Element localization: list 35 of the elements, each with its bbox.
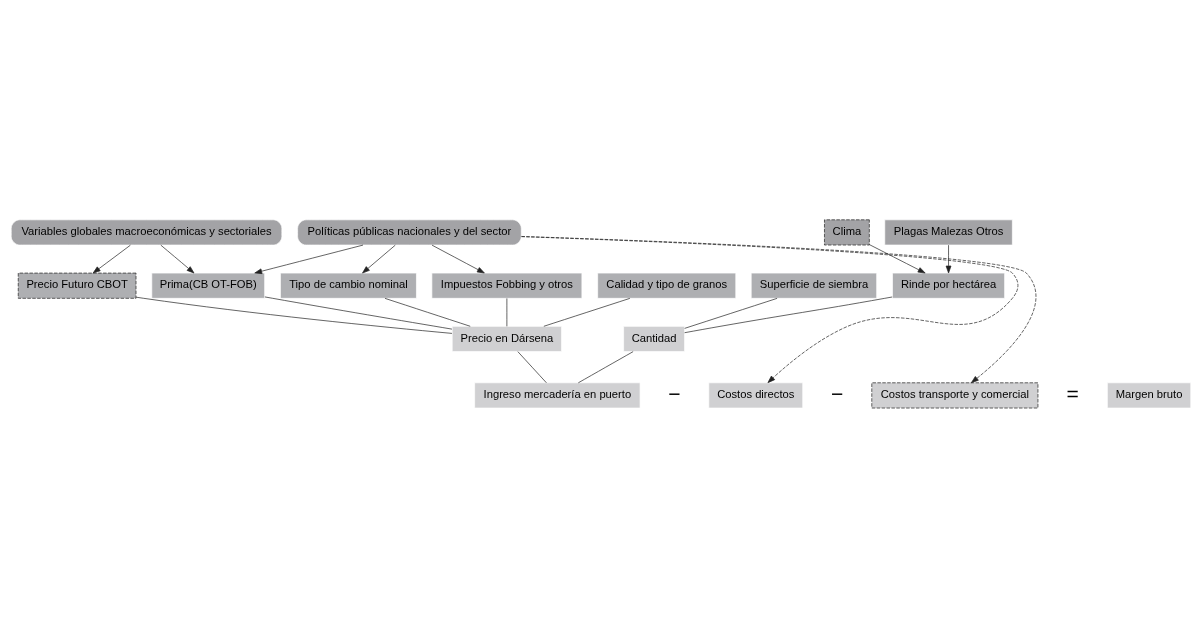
node-box: Calidad y tipo de granos <box>597 272 737 299</box>
node-box: Superficie de siembra <box>750 272 878 299</box>
node-box: Impuestos Fobbing y otros <box>431 272 583 299</box>
connector <box>384 297 471 327</box>
connector <box>517 350 547 383</box>
label: − <box>668 381 681 405</box>
arrow <box>945 244 952 273</box>
node-box: Precio en Dársena <box>451 325 562 352</box>
node-box: Precio Futuro CBOT <box>17 272 137 299</box>
node-box: Tipo de cambio nominal <box>280 272 417 299</box>
arrow <box>869 243 926 273</box>
connector <box>684 297 778 329</box>
label: − <box>830 381 844 405</box>
connector <box>264 296 453 329</box>
connector <box>577 350 634 383</box>
arrow <box>254 244 364 274</box>
node-box: Ingreso mercadería en puerto <box>474 381 641 408</box>
node-box: Prima(CB OT-FOB) <box>151 272 265 299</box>
arrow <box>92 244 131 273</box>
node-box: Políticas públicas nacionales y del sector <box>297 218 522 245</box>
node-box: Variables globales macroeconómicas y sectoriales <box>10 218 283 245</box>
connector <box>135 296 453 334</box>
arrow <box>431 244 485 273</box>
node-box: Cantidad <box>623 325 685 352</box>
node-box: Costos directos <box>708 381 804 408</box>
label: = <box>1066 381 1079 405</box>
node-box: Clima <box>824 218 870 245</box>
node-box: Plagas Malezas Otros <box>884 218 1013 245</box>
node-box: Rinde por hectárea <box>892 272 1005 299</box>
arrow <box>362 244 396 273</box>
arrow <box>160 244 195 273</box>
connector <box>543 297 631 327</box>
connector <box>684 296 893 333</box>
node-box: Margen bruto <box>1107 381 1192 408</box>
node-box: Costos transporte y comercial <box>871 381 1039 408</box>
